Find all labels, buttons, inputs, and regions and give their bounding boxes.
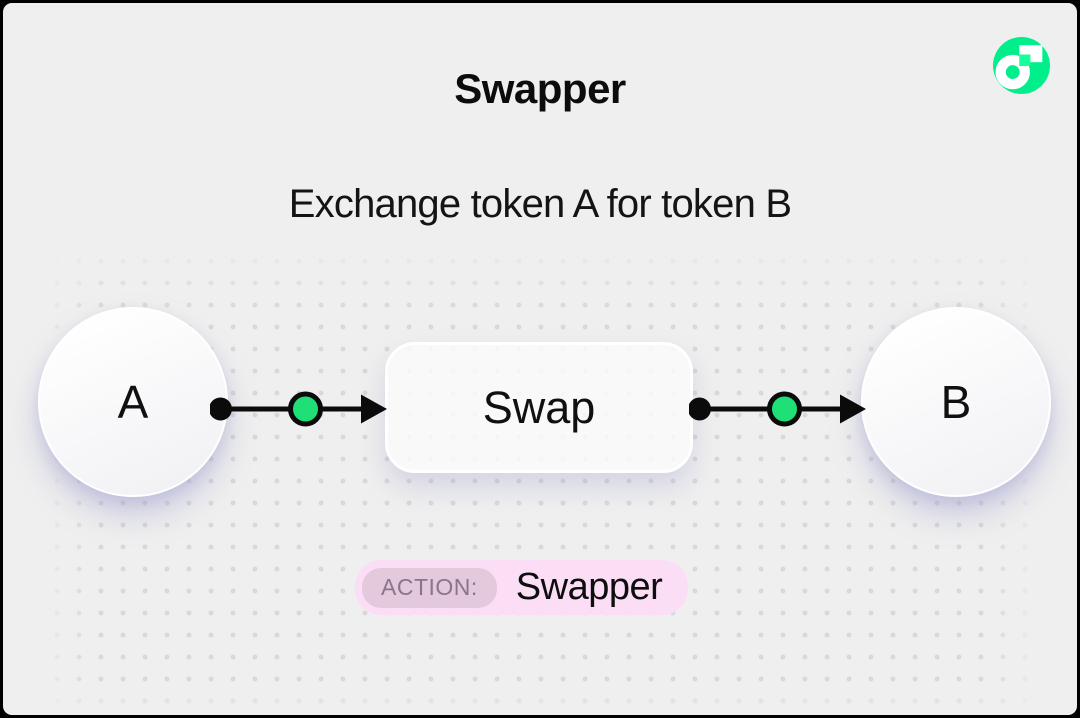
arrowhead-icon (361, 394, 387, 424)
green-dot-icon (288, 391, 323, 427)
green-dot-icon (767, 391, 802, 427)
black-dot-icon (689, 397, 711, 421)
swap-node-label: Swap (482, 381, 596, 433)
token-b-node: B (861, 307, 1051, 497)
action-badge-label: ACTION: (362, 567, 497, 608)
dot-grid-background (37, 239, 1043, 709)
token-b-label: B (940, 376, 972, 428)
flow-logo-icon (993, 37, 1050, 94)
swap-action-node: Swap (385, 342, 693, 473)
page-title: Swapper (454, 65, 626, 112)
diagram-canvas: Swapper Exchange token A for token B A S… (3, 3, 1077, 715)
black-dot-icon (210, 397, 232, 421)
connector-arrow-left (210, 391, 387, 427)
connector-arrow-right (689, 391, 866, 427)
page-subtitle: Exchange token A for token B (288, 182, 792, 226)
token-a-node: A (38, 307, 228, 497)
dot-grid-pattern (37, 239, 1043, 709)
action-badge: ACTION: Swapper (355, 560, 689, 615)
arrowhead-icon (840, 394, 866, 424)
token-a-label: A (117, 376, 149, 428)
action-badge-value: Swapper (515, 566, 663, 608)
